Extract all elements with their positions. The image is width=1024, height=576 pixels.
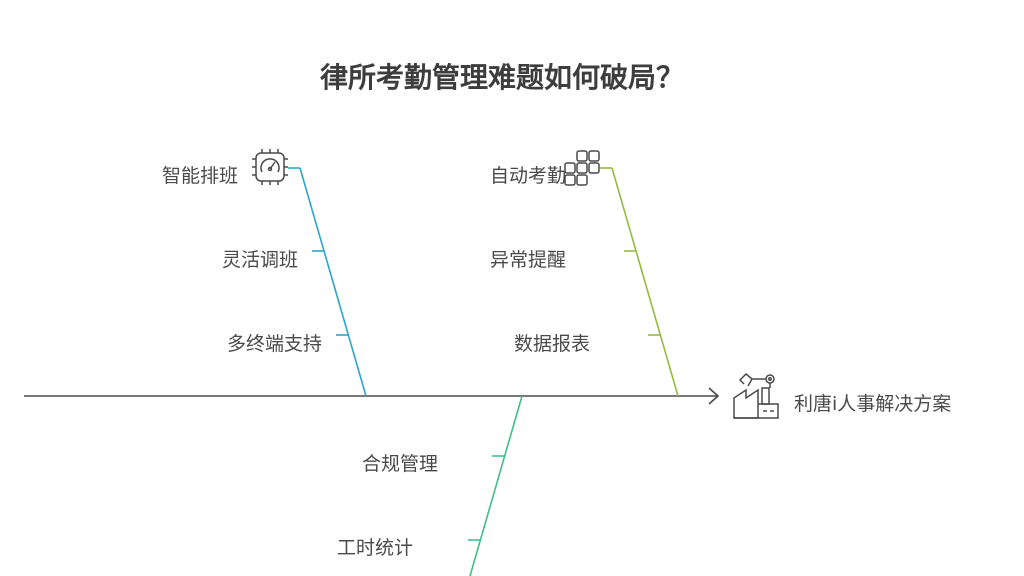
branch-green-item-3: 数据报表 bbox=[514, 333, 590, 355]
branch-green-item-2: 异常提醒 bbox=[490, 249, 566, 271]
robot-factory-icon bbox=[733, 372, 779, 419]
branch-blue-item-2: 灵活调班 bbox=[222, 249, 298, 271]
branch-green-item-1: 自动考勤 bbox=[490, 165, 566, 187]
branch-blue-item-3: 多终端支持 bbox=[227, 333, 322, 355]
diagram-title: 律所考勤管理难题如何破局？ bbox=[320, 61, 684, 94]
branch-teal-item-2: 工时统计 bbox=[337, 537, 413, 559]
gauge-chip-icon bbox=[252, 149, 288, 185]
branch-teal-item-1: 合规管理 bbox=[362, 453, 438, 475]
branch-green-line bbox=[611, 167, 679, 397]
spine-arrowhead bbox=[708, 387, 720, 405]
modules-grid-icon bbox=[564, 150, 600, 186]
head-label: 利唐i人事解决方案 bbox=[794, 393, 951, 415]
branch-teal-line bbox=[469, 395, 523, 576]
branch-blue-line bbox=[299, 167, 367, 397]
branch-blue-item-1: 智能排班 bbox=[162, 165, 238, 187]
